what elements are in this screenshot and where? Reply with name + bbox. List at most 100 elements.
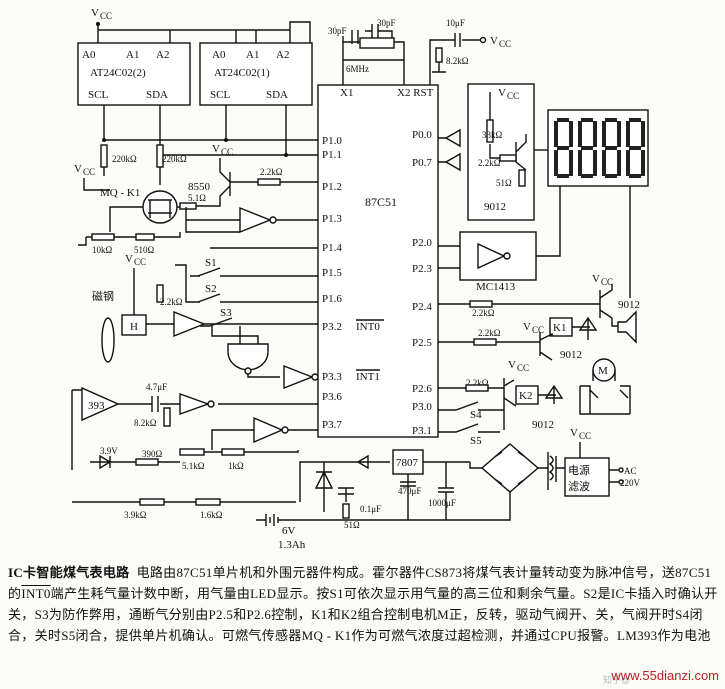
led-segment — [581, 118, 593, 122]
battery-capacity-label: 1.3Ah — [278, 539, 306, 551]
mcu-87c51 — [317, 84, 439, 438]
ac-voltage-label: 220V — [620, 478, 641, 488]
transistor-9012-disp-label: 9012 — [484, 201, 506, 213]
res-2k2-disp-label: 2.2kΩ — [478, 158, 501, 168]
res-510-label: 510Ω — [134, 245, 155, 255]
led-segment — [605, 118, 617, 122]
led-segment — [578, 150, 582, 176]
led-segment — [641, 121, 645, 147]
res-8k2-rst-label: 8.2kΩ — [446, 56, 469, 66]
vcc-label-k1: V — [523, 321, 531, 333]
cap-30pf-1-label: 30pF — [328, 26, 347, 36]
ac-label: AC — [624, 466, 637, 476]
vcc-sub-rst: CC — [499, 39, 511, 49]
pin-p16: P1.6 — [322, 293, 342, 305]
res-5k1-label: 5.1kΩ — [182, 461, 205, 471]
cap-4u7-label: 4.7μF — [146, 382, 167, 392]
vcc-sub-disp: CC — [507, 91, 519, 101]
eeprom2-a1-label: A1 — [126, 49, 139, 61]
led-segment — [569, 150, 573, 176]
led-segment — [626, 150, 630, 176]
regulator-7807 — [392, 449, 424, 475]
switch-s4 — [438, 401, 504, 411]
led-segment — [629, 146, 641, 150]
figure-caption: IC卡智能煤气表电路 电路由87C51单片机和外围元器件构成。霍尔器件CS873… — [8, 562, 720, 646]
res-8k2-cmp-label: 8.2kΩ — [134, 418, 157, 428]
switch-s5 — [438, 423, 500, 433]
led-segment — [557, 118, 569, 122]
res-2k2-hall-label: 2.2kΩ — [160, 297, 183, 307]
caption-title: IC卡智能煤气表电路 — [8, 565, 130, 580]
vcc-sub-bottom: CC — [579, 431, 591, 441]
led-segment — [617, 150, 621, 176]
transistor-9012-p24-label: 9012 — [618, 299, 640, 311]
res-2k2-p25-label: 2.2kΩ — [478, 328, 501, 338]
pin-p07: P0.7 — [412, 157, 432, 169]
eeprom1-a2-label: A2 — [276, 49, 289, 61]
eeprom2-a0-label: A0 — [82, 49, 96, 61]
res-51-label: 51Ω — [496, 178, 512, 188]
res-10k-label: 10kΩ — [92, 245, 113, 255]
pin-p13: P1.3 — [322, 213, 342, 225]
vcc-label-k2: V — [508, 359, 516, 371]
led-segment — [617, 121, 621, 147]
pin-p26: P2.6 — [412, 383, 432, 395]
pin-int1: INT1 — [356, 371, 380, 383]
vcc-sub-p24: CC — [601, 277, 613, 287]
bridge-rectifier — [480, 443, 540, 493]
vcc-label-bottom: V — [570, 427, 578, 439]
caption-body-b: 端产生耗气量计数中断，用气量由LED显示。按S1可依次显示用气量的高三位和剩余气… — [8, 586, 718, 643]
pin-p36: P3.6 — [322, 391, 342, 403]
res-33k-label: 33kΩ — [482, 130, 503, 140]
caption-body-a: 电路由87C51单片机和外围元器件构成。霍尔器件CS873将煤气表计量转动变为脉… — [8, 565, 712, 601]
switch-s1 — [197, 267, 221, 277]
pin-p23: P2.3 — [412, 263, 432, 275]
led-segment — [593, 150, 597, 176]
led-segment — [557, 146, 569, 150]
pin-x1: X1 — [340, 87, 353, 99]
eeprom1-a1-label: A1 — [246, 49, 259, 61]
vcc-sub-8550: CC — [221, 147, 233, 157]
led-segment — [602, 150, 606, 176]
regulator-7807-label: 7807 — [396, 457, 419, 469]
circuit-schematic: A0 A1 A2 AT24C02(2) SCL SDA A0 A1 A2 AT2… — [71, 7, 649, 551]
led-segment — [554, 121, 558, 147]
led-segment — [629, 174, 641, 178]
switch-s5-label: S5 — [470, 435, 482, 447]
eeprom1-scl-label: SCL — [210, 89, 230, 101]
transistor-8550-label: 8550 — [188, 181, 211, 193]
sensor-mqk1 — [142, 190, 178, 224]
vcc-label-rst: V — [490, 35, 498, 47]
vcc-label-disp: V — [498, 87, 506, 99]
mcu-label: 87C51 — [365, 195, 397, 209]
res-390-label: 390Ω — [142, 449, 163, 459]
led-digits — [554, 118, 645, 178]
vcc-sub-hall: CC — [134, 257, 146, 267]
speaker-icon — [617, 310, 637, 344]
comparator-393-label: 393 — [88, 400, 105, 412]
led-segment — [602, 121, 606, 147]
res-220k-1-label: 220kΩ — [112, 154, 137, 164]
pin-p11: P1.1 — [322, 149, 342, 161]
driver-mc1413-label: MC1413 — [476, 281, 516, 293]
res-1k6-label: 1.6kΩ — [200, 510, 223, 520]
led-segment — [569, 121, 573, 147]
vcc-sub-k2: CC — [517, 363, 529, 373]
res-3k9-label: 3.9kΩ — [124, 510, 147, 520]
led-segment — [557, 174, 569, 178]
transistor-9012-k2-label: 9012 — [532, 419, 554, 431]
led-segment — [605, 174, 617, 178]
transistor-9012-k1-label: 9012 — [560, 349, 582, 361]
res-220k-2-label: 220kΩ — [162, 154, 187, 164]
psu-filter — [564, 457, 610, 497]
led-segment — [581, 146, 593, 150]
led-segment — [605, 146, 617, 150]
eeprom1-sda-label: SDA — [266, 89, 288, 101]
led-segment — [593, 121, 597, 147]
switch-s1-label: S1 — [205, 257, 217, 269]
eeprom2-sda-label: SDA — [146, 89, 168, 101]
pin-p32: P3.2 — [322, 321, 342, 333]
vcc-label-eeprom: V — [91, 7, 99, 19]
res-1k-label: 1kΩ — [228, 461, 244, 471]
